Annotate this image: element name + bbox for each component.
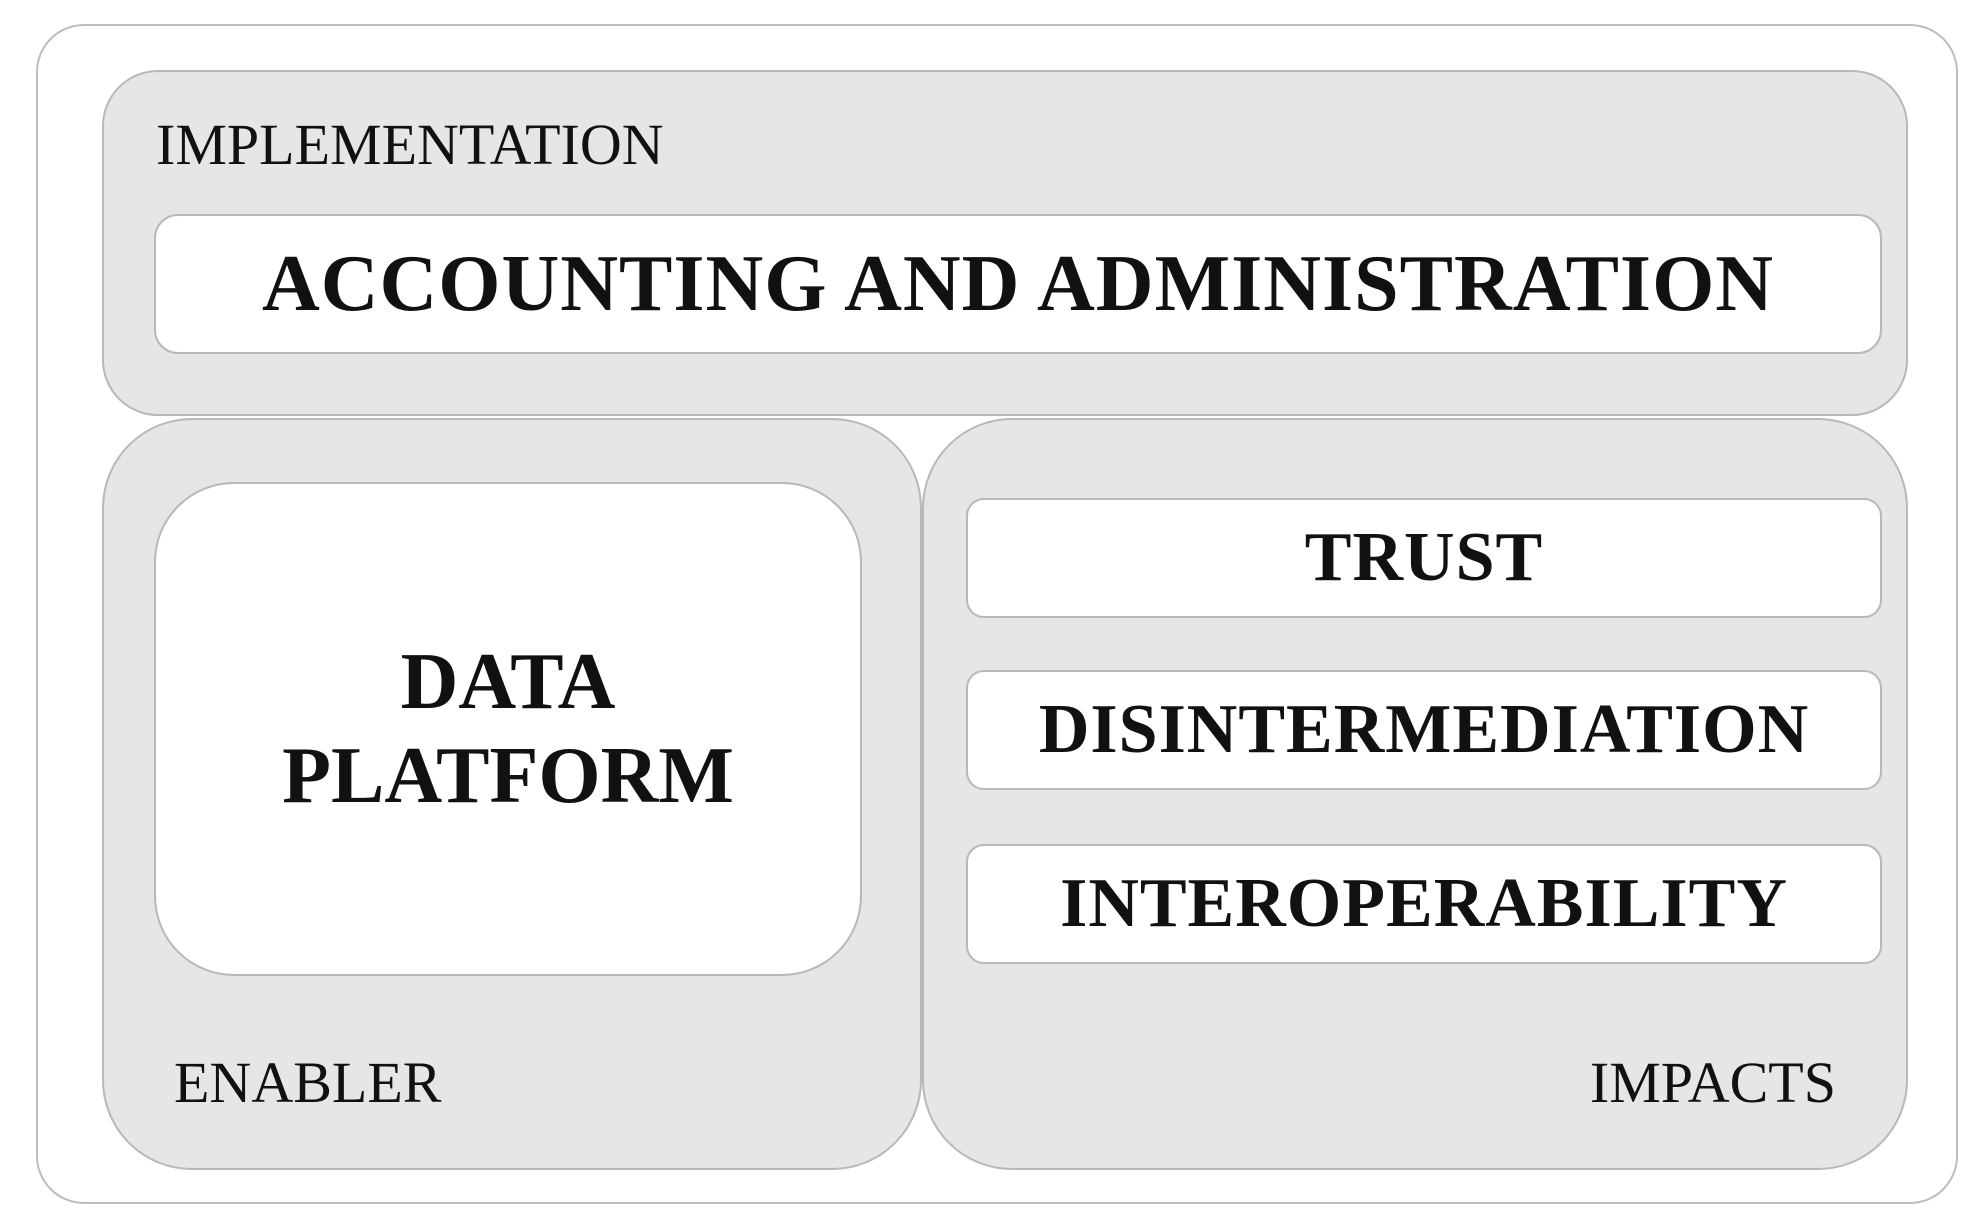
interoperability-box: INTEROPERABILITY — [966, 844, 1882, 964]
trust-box: TRUST — [966, 498, 1882, 618]
data-platform-line2: PLATFORM — [282, 732, 734, 820]
impacts-label: IMPACTS — [1589, 1050, 1836, 1115]
enabler-label: ENABLER — [174, 1050, 442, 1115]
disintermediation-box: DISINTERMEDIATION — [966, 670, 1882, 790]
accounting-administration-box: ACCOUNTING AND ADMINISTRATION — [154, 214, 1882, 354]
implementation-label: IMPLEMENTATION — [156, 112, 664, 177]
data-platform-box: DATA PLATFORM — [154, 482, 862, 976]
data-platform-line1: DATA — [400, 637, 616, 726]
